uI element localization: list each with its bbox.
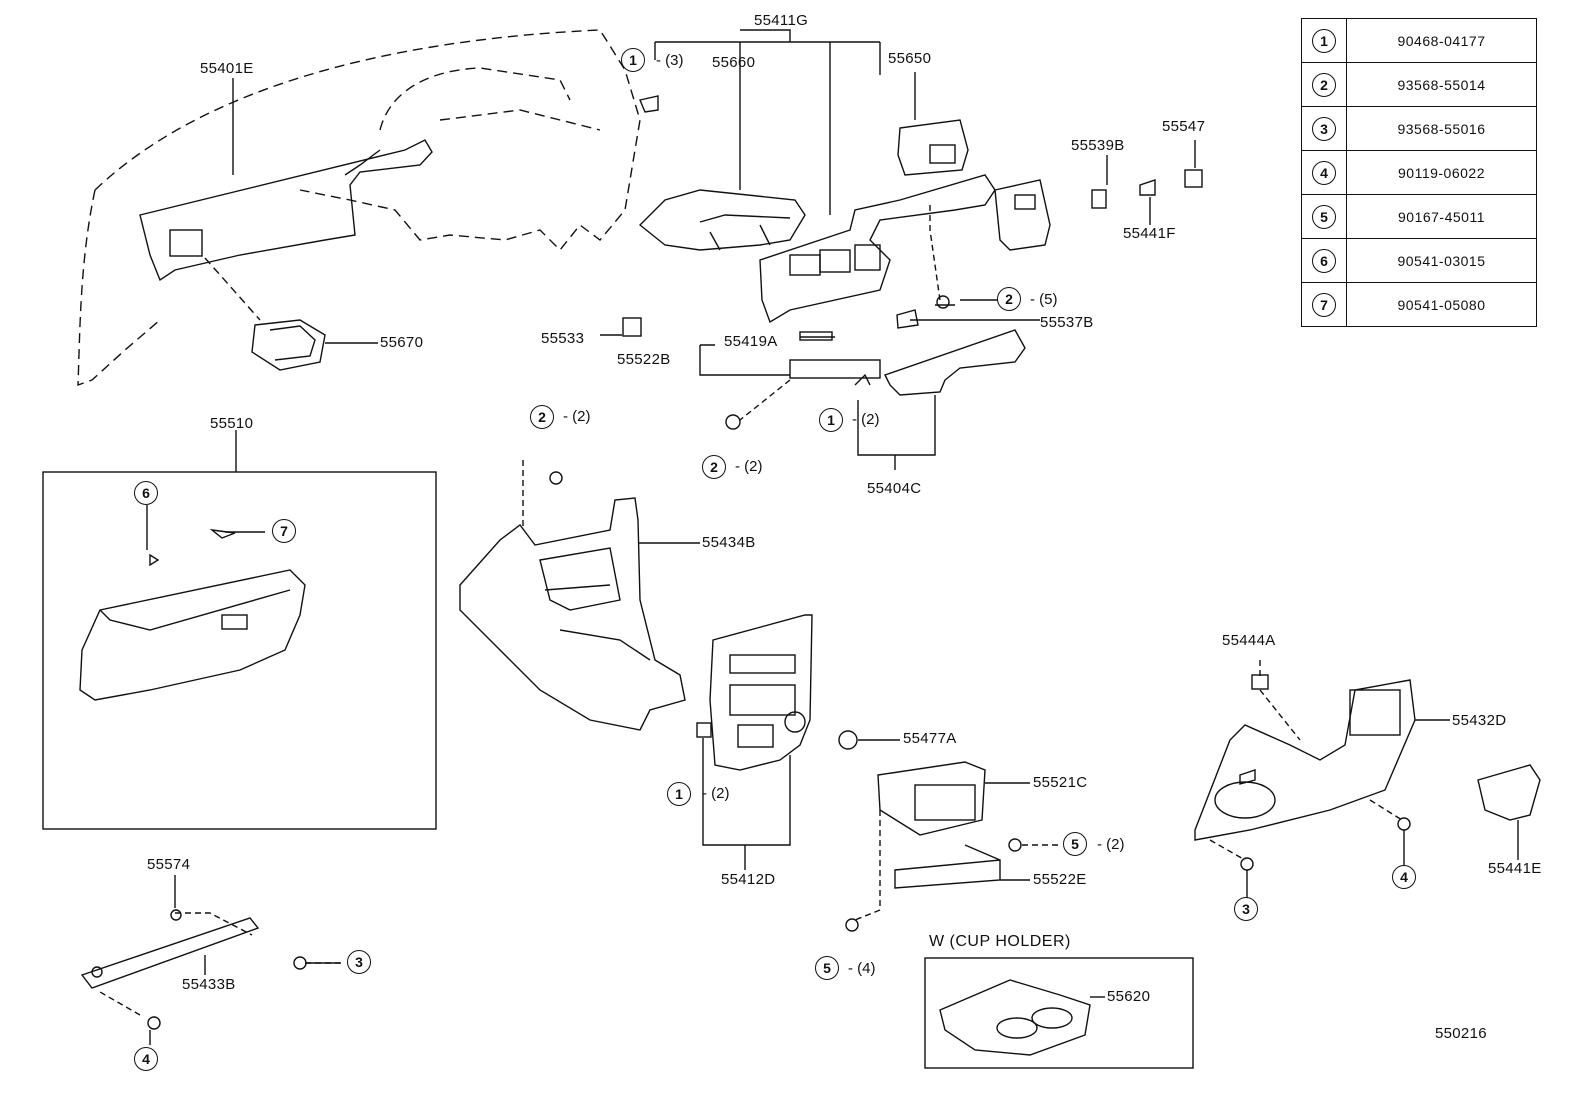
part-label-55441F: 55441F	[1123, 225, 1176, 242]
callout-ref: 3	[347, 950, 371, 974]
clip-55441F	[1139, 179, 1156, 196]
part-label-55537B: 55537B	[1040, 314, 1094, 331]
glove-box	[79, 569, 306, 701]
callout-ref: 2	[530, 405, 554, 429]
callout-ref: 1	[667, 782, 691, 806]
center-duct	[638, 189, 806, 251]
callout-ref: 2	[702, 455, 726, 479]
part-label-55660: 55660	[712, 54, 756, 71]
legend-ref: 4	[1312, 160, 1336, 185]
legend-row: 7 90541-05080	[1301, 282, 1537, 327]
center-cluster-panel	[759, 174, 1051, 324]
callout-ref: 7	[272, 519, 296, 543]
upper-pad	[139, 139, 433, 282]
trim-55522B	[789, 359, 881, 379]
legend-row: 5 90167-45011	[1301, 194, 1537, 239]
callout-qty: - (2)	[563, 408, 591, 425]
part-label-55620: 55620	[1107, 988, 1151, 1005]
callout-ref: 4	[134, 1047, 158, 1071]
cup-holder-title: W (CUP HOLDER)	[929, 933, 1071, 950]
legend-ref: 2	[1312, 72, 1336, 97]
legend-part-number: 93568-55016	[1346, 106, 1537, 151]
legend-row: 3 93568-55016	[1301, 106, 1537, 151]
part-label-55574: 55574	[147, 856, 191, 873]
legend-row: 1 90468-04177	[1301, 18, 1537, 63]
center-console	[459, 497, 686, 731]
part-label-55433B: 55433B	[182, 976, 236, 993]
part-label-55412D: 55412D	[721, 871, 776, 888]
callout-qty: - (5)	[1030, 291, 1058, 308]
legend-part-number: 90119-06022	[1346, 150, 1537, 195]
callout-qty: - (2)	[702, 785, 730, 802]
part-label-55411G: 55411G	[754, 12, 809, 29]
clip-55539B	[1091, 189, 1107, 209]
legend-ref: 5	[1312, 204, 1336, 229]
part-label-55547: 55547	[1162, 118, 1206, 135]
dashboard-outline	[77, 29, 641, 387]
plug-55477A	[838, 730, 858, 750]
part-label-55670: 55670	[380, 334, 424, 351]
part-label-55444A: 55444A	[1222, 632, 1276, 649]
side-vent	[251, 319, 326, 371]
callout-qty: - (2)	[852, 411, 880, 428]
fastener-legend-table: 1 90468-04177 2 93568-55014 3 93568-5501…	[1301, 18, 1537, 327]
callout-ref: 4	[1392, 865, 1416, 889]
callout-qty: - (2)	[735, 458, 763, 475]
part-label-55650: 55650	[888, 50, 932, 67]
legend-row: 4 90119-06022	[1301, 150, 1537, 195]
part-label-55404C: 55404C	[867, 480, 922, 497]
callout-qty: - (2)	[1097, 836, 1125, 853]
callout-ref: 1	[819, 408, 843, 432]
control-module	[897, 119, 969, 176]
clip-55547	[1184, 169, 1203, 188]
legend-row: 2 93568-55014	[1301, 62, 1537, 107]
legend-ref: 6	[1312, 248, 1336, 273]
lower-cover	[884, 329, 1026, 396]
legend-part-number: 90167-45011	[1346, 194, 1537, 239]
part-label-55533: 55533	[541, 330, 585, 347]
part-label-55434B: 55434B	[702, 534, 756, 551]
bracket-55522E	[894, 844, 1001, 889]
pocket-55521C	[877, 761, 986, 836]
callout-ref: 5	[1063, 832, 1087, 856]
center-bezel	[709, 614, 813, 771]
callout-ref: 1	[621, 48, 645, 72]
legend-ref: 1	[1312, 28, 1336, 53]
part-label-55419A: 55419A	[724, 333, 778, 350]
cup-holder	[939, 979, 1091, 1056]
legend-part-number: 90541-05080	[1346, 282, 1537, 327]
part-label-55522E: 55522E	[1033, 871, 1087, 888]
legend-part-number: 90468-04177	[1346, 18, 1537, 63]
legend-ref: 7	[1312, 292, 1336, 317]
part-label-55510: 55510	[210, 415, 254, 432]
part-label-55401E: 55401E	[200, 60, 254, 77]
legend-ref: 3	[1312, 116, 1336, 141]
lower-panel	[1194, 679, 1416, 841]
diagram-id: 550216	[1435, 1025, 1487, 1042]
hinge-rail	[80, 917, 260, 989]
part-label-55539B: 55539B	[1071, 137, 1125, 154]
legend-row: 6 90541-03015	[1301, 238, 1537, 283]
part-label-55477A: 55477A	[903, 730, 957, 747]
callout-ref: 5	[815, 956, 839, 980]
callout-ref: 6	[134, 481, 158, 505]
legend-part-number: 90541-03015	[1346, 238, 1537, 283]
callout-qty: - (3)	[656, 52, 684, 69]
callout-ref: 2	[997, 287, 1021, 311]
cup-holder-frame	[924, 957, 1194, 1069]
part-label-55521C: 55521C	[1033, 774, 1088, 791]
callout-qty: - (4)	[848, 960, 876, 977]
side-cover-55441E	[1477, 764, 1541, 821]
legend-part-number: 93568-55014	[1346, 62, 1537, 107]
part-label-55441E: 55441E	[1488, 860, 1542, 877]
part-label-55432D: 55432D	[1452, 712, 1507, 729]
part-label-55522B: 55522B	[617, 351, 671, 368]
glove-box-frame	[42, 471, 437, 830]
callout-ref: 3	[1234, 897, 1258, 921]
